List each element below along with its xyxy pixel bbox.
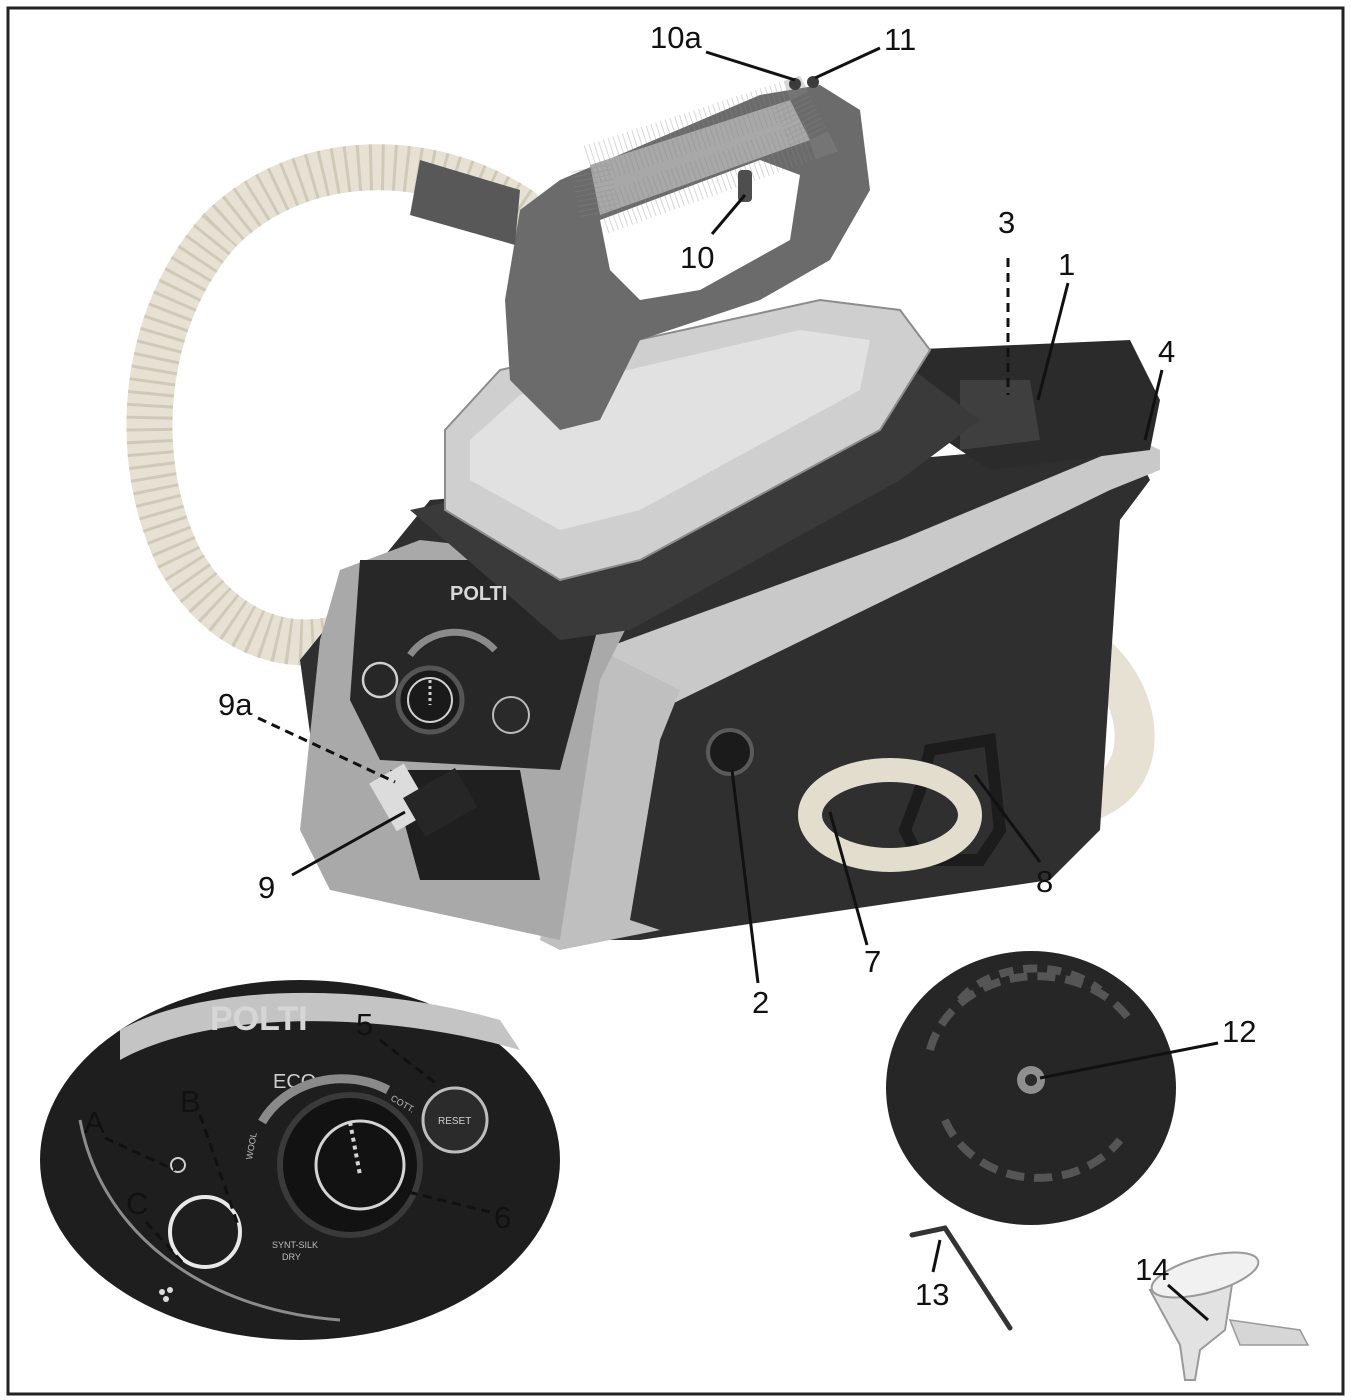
inset-wool-label: WOOL [244,1132,259,1161]
leader-6 [399,1188,491,1214]
callout-14: 14 [1135,1252,1169,1287]
control-panel-inset: POLTI ECO RESET WOOL COTT. SYNT-SILK DRY [40,980,560,1340]
callout-10a: 10a [650,20,702,55]
main-power-switch[interactable] [706,728,754,776]
base-top-rail [600,440,1160,720]
callout-4: 4 [1158,334,1175,369]
steam-hose-pattern [126,144,533,666]
hose-connector [410,160,520,245]
callout-8: 8 [1036,864,1053,899]
callout-6: 6 [494,1200,511,1235]
panel-power-button[interactable] [361,661,399,699]
leader-13 [931,1239,942,1273]
top-button-left[interactable] [789,78,801,90]
inset-power-button[interactable] [168,1157,242,1269]
panel-temperature-dial[interactable] [395,628,498,735]
callout-13: 13 [915,1277,949,1312]
panel-reset-button[interactable] [492,696,530,734]
tank-window [960,380,1040,450]
iron-cork-grip [590,100,810,215]
inset-temperature-dial[interactable] [277,1092,423,1238]
leader-8 [973,774,1042,863]
leader-12 [1039,1041,1219,1080]
leader-B [198,1114,240,1226]
callout-5: 5 [356,1007,373,1042]
callout-3: 3 [998,205,1015,240]
iron-cork-texture [566,75,838,242]
inset-steam-icon [159,1287,173,1302]
soleplate-cover [886,951,1176,1225]
callout-2: 2 [752,985,769,1020]
inset-reset-button[interactable]: RESET [421,1086,489,1154]
iron-soleplate-top [470,330,870,530]
leader-7 [828,811,869,946]
callout-1: 1 [1058,247,1075,282]
leader-A [104,1136,176,1172]
inset-synth-label: SYNT-SILK [272,1240,318,1250]
cord-holder-clip [898,733,1007,866]
leader-1 [1036,282,1070,401]
leader-14 [1167,1283,1209,1322]
callout-9a: 9a [218,687,253,722]
inset-reset-label: RESET [438,1116,471,1127]
inset-logo: POLTI [210,1000,308,1038]
leader-10a [705,50,796,82]
leader-10 [710,194,747,235]
funnel [1148,1251,1310,1381]
leader-2 [730,769,760,984]
panel-logo: POLTI [450,583,507,605]
leader-C [144,1220,184,1264]
callout-9: 9 [258,870,275,905]
callout-11: 11 [884,22,916,57]
callout-A: A [84,1105,105,1140]
callout-10: 10 [680,240,714,275]
cord-loop-front [798,758,982,872]
leader-11 [814,46,881,80]
steam-trigger[interactable] [738,170,752,202]
leader-5 [379,1038,439,1087]
leader-9a [257,716,396,784]
callout-12: 12 [1222,1014,1256,1049]
cord-plug [369,763,478,837]
base-side-trim [540,650,680,950]
inset-dry-label: DRY [282,1252,301,1262]
callout-C: C [126,1186,148,1221]
leader-9 [291,810,406,877]
leader-4 [1143,369,1164,441]
callout-7: 7 [864,944,881,979]
allen-key [909,1225,1013,1331]
callout-B: B [180,1084,201,1119]
